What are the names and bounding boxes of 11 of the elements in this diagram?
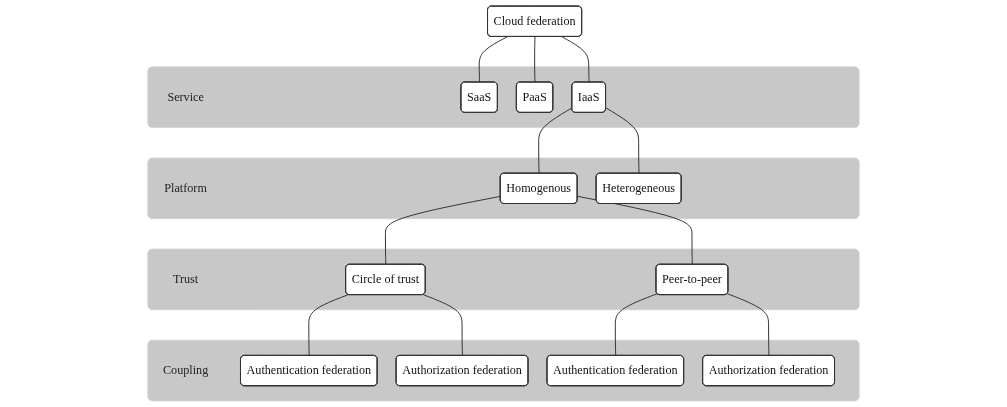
- connector: [561, 36, 590, 83]
- connector: [538, 107, 573, 174]
- connector: [605, 107, 640, 174]
- connector: [308, 294, 349, 357]
- connector: [726, 293, 770, 357]
- connector: [614, 293, 658, 357]
- connector: [577, 195, 693, 266]
- connector: [478, 36, 508, 83]
- connector: [384, 195, 502, 266]
- connector: [422, 294, 463, 357]
- connector: [534, 36, 536, 83]
